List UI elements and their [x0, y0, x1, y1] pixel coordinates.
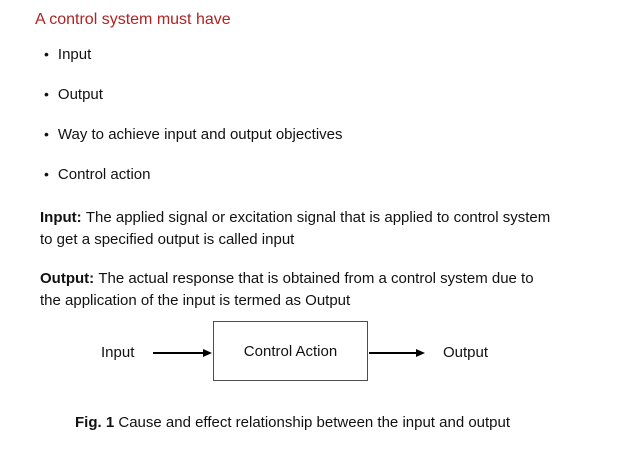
input-term: Input:: [40, 209, 82, 226]
bullet-item-input: Input: [44, 45, 91, 64]
output-term: Output:: [40, 270, 95, 287]
diagram-output-label: Output: [443, 344, 489, 361]
output-definition-paragraph: Output:The actual response that is obtai…: [40, 268, 636, 312]
diagram-input-label: Input: [101, 344, 135, 361]
bullet-text: Way to achieve input and output objectiv…: [57, 126, 343, 143]
bullet-text: Output: [57, 86, 103, 103]
input-arrow-icon: [153, 349, 212, 357]
input-definition-paragraph: Input:The applied signal or excitation s…: [40, 207, 636, 251]
output-arrow-icon: [369, 349, 425, 357]
figure-caption-text: Cause and effect relationship between th…: [118, 414, 511, 431]
input-definition-line1: The applied signal or excitation signal …: [85, 209, 551, 226]
bullet-item-output: Output: [44, 85, 103, 104]
bullet-item-control-action: Control action: [44, 165, 151, 184]
figure-caption-label: Fig. 1: [75, 414, 115, 431]
bullet-icon: [44, 86, 58, 103]
slide-title: A control system must have: [35, 11, 231, 28]
bullet-text: Input: [57, 46, 92, 63]
bullet-item-objectives: Way to achieve input and output objectiv…: [44, 125, 343, 144]
bullet-icon: [44, 126, 58, 143]
bullet-icon: [44, 166, 58, 183]
control-action-box: Control Action: [213, 321, 368, 381]
input-definition-line2: to get a specified output is called inpu…: [40, 231, 295, 248]
bullet-icon: [44, 46, 58, 63]
output-definition-line2: the application of the input is termed a…: [40, 292, 351, 309]
bullet-text: Control action: [57, 166, 151, 183]
control-action-box-label: Control Action: [243, 342, 338, 360]
output-definition-line1: The actual response that is obtained fro…: [98, 270, 534, 287]
